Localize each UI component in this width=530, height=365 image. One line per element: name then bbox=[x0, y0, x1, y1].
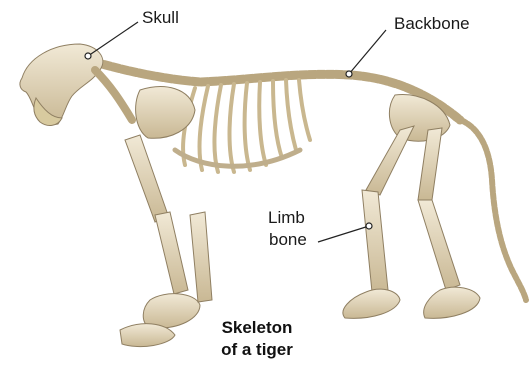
leader-lines bbox=[85, 22, 386, 242]
caption-line2: of a tiger bbox=[212, 340, 302, 360]
limb-bone bbox=[362, 190, 388, 292]
front-paw bbox=[143, 294, 200, 329]
rib-cage bbox=[183, 80, 310, 172]
skull-label: Skull bbox=[142, 8, 179, 28]
limb-bone-label-line2: bone bbox=[269, 230, 307, 250]
hind-thigh-bone bbox=[366, 126, 414, 195]
skull-pointer-dot bbox=[85, 53, 91, 59]
skeleton-illustration bbox=[20, 44, 526, 347]
caption-line1: Skeleton bbox=[212, 318, 302, 338]
limb-bone-pointer-dot bbox=[366, 223, 372, 229]
backbone-label: Backbone bbox=[394, 14, 470, 34]
limb-bone-leader-line bbox=[318, 226, 369, 242]
front-lower-leg-bone bbox=[155, 212, 188, 294]
backbone-pointer-dot bbox=[346, 71, 352, 77]
front-upper-leg-bone bbox=[125, 135, 168, 222]
backbone-leader-line bbox=[349, 30, 386, 74]
tail-bones bbox=[455, 118, 526, 300]
limb-bone-label-line1: Limb bbox=[268, 208, 305, 228]
skull-leader-line bbox=[88, 22, 138, 56]
